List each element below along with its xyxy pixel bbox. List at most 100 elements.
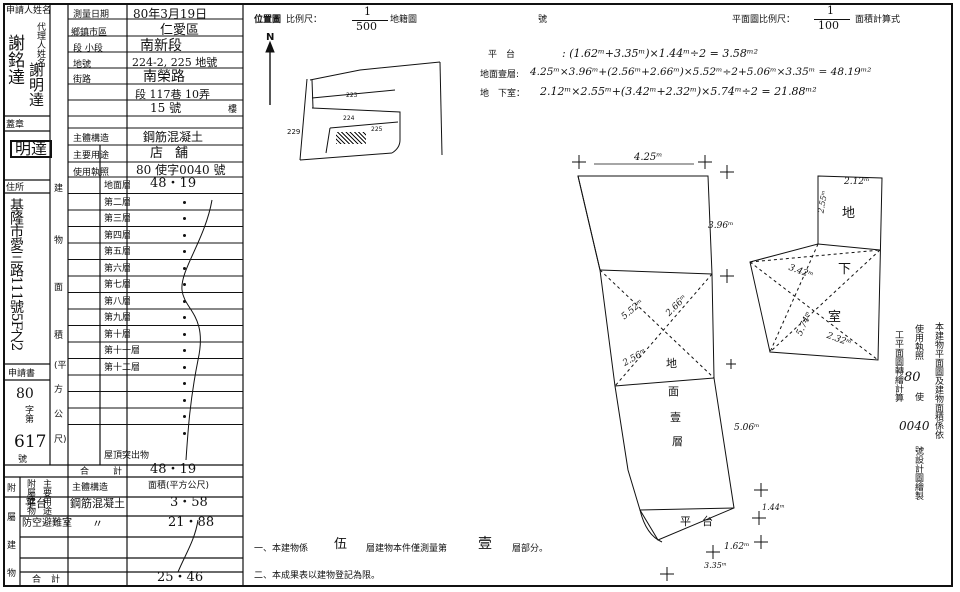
applicant-label: 申請人姓名 <box>6 6 52 16</box>
build-side-2: 物 <box>54 236 64 246</box>
seal-stamp: 明達 <box>10 140 53 158</box>
receipt-label: 申請書 <box>8 369 36 379</box>
building-location-hatch <box>336 132 366 144</box>
dim-b1: 2.12ᵐ <box>844 177 870 187</box>
north-arrow-head <box>265 40 275 53</box>
floor-name: 第十二層 <box>104 362 141 373</box>
lot-225: 225 <box>371 126 383 133</box>
annex-total-value: 25・46 <box>157 570 204 585</box>
location-title: 位置圖 <box>254 15 282 25</box>
right-note-col2-e: 號設計圖繪製 <box>913 446 923 500</box>
floor-name: 第四層 <box>104 230 132 241</box>
lot-value: 224-2, 225 地號 <box>132 56 218 69</box>
receipt-no-1: 80 <box>16 386 34 402</box>
location-scale-bar <box>352 20 388 21</box>
empty-dot <box>183 250 186 253</box>
structure-value: 鋼筋混凝土 <box>143 130 204 144</box>
formula-3-label: 地 下室： <box>480 89 526 99</box>
number-value: 15 號 <box>150 101 182 115</box>
floor-name: 地面層 <box>104 181 132 191</box>
floor-name: 第十層 <box>104 329 132 340</box>
empty-dot <box>183 299 186 303</box>
roof-label: 屋頂突出物 <box>104 451 150 461</box>
annex-structure-2: 〃 <box>92 517 103 530</box>
permit-label: 使用執照 <box>73 168 110 178</box>
floor-name: 第八層 <box>104 296 132 307</box>
formula-3: 2.12ᵐ×2.55ᵐ+(3.42ᵐ+2.32ᵐ)×5.74ᵐ÷2 = 21.8… <box>540 85 817 98</box>
lot-224: 224 <box>343 115 355 122</box>
floor-name: 第七層 <box>104 280 132 290</box>
map-road-line <box>309 61 441 81</box>
agent-name: 謝明達 <box>27 62 45 107</box>
north-label: N <box>266 32 275 43</box>
annex-use-2: 防空避難室 <box>22 518 72 529</box>
district-label: 鄉鎮市區 <box>71 28 108 38</box>
dim-d7: 1.44ᵐ <box>762 503 785 512</box>
note-1-c: 層建物本件僅測量第 <box>366 544 448 554</box>
receipt-no-2: 字第 <box>23 405 33 423</box>
location-scale-label: 比例尺： <box>286 15 323 25</box>
side-label-3: 建 <box>7 541 17 551</box>
note-1-d: 壹 <box>478 536 492 552</box>
address-label: 住所 <box>6 183 25 193</box>
ground-label-3: 壹 <box>670 411 681 424</box>
plan-scale-num: 1 <box>827 4 834 17</box>
basement-label-2: 下 <box>838 262 852 277</box>
floor-name: 第三層 <box>104 214 132 224</box>
lot-229: 229 <box>287 128 301 136</box>
empty-dot <box>183 217 186 220</box>
build-side-6: 方 <box>54 385 64 395</box>
note-1-b: 伍 <box>334 537 348 552</box>
address-value: 基隆市愛三路111號5F之2 <box>8 198 24 351</box>
floor-name: 第二層 <box>104 197 132 208</box>
empty-dot <box>183 382 186 385</box>
right-note-col2-b: 80 <box>904 370 921 385</box>
annex-header-1: 附屬建物 <box>25 479 35 515</box>
right-note-col3: 工平面圖轉繪計算 <box>893 330 903 402</box>
use-label: 主要用途 <box>73 151 110 161</box>
lot-label: 地號 <box>73 60 92 70</box>
floor-name: 第五層 <box>104 247 132 257</box>
ground-label-1: 地 <box>666 357 677 370</box>
lot-223: 223 <box>346 92 358 99</box>
plan-scale-label: 平面圖比例尺： <box>732 15 796 25</box>
dim-d1: 4.25ᵐ <box>634 152 663 163</box>
receipt-no-4: 號 <box>18 455 28 465</box>
receipt-no-3: 617 <box>14 432 47 452</box>
floor-name: 第六層 <box>104 263 132 274</box>
empty-dot <box>183 415 186 418</box>
build-side-8: 尺) <box>54 435 67 445</box>
annex-use-1: 平台 <box>25 497 47 510</box>
dim-d9: 3.35ᵐ <box>704 561 727 570</box>
agent-label: 代理人姓名 <box>35 22 45 67</box>
note-1-a: 一、本建物係 <box>254 544 309 554</box>
annex-header-3: 主體構造 <box>72 483 109 493</box>
right-note-col2-a: 使用執照 <box>913 324 923 360</box>
permit-value: 80 使字0040 號 <box>136 163 226 177</box>
note-2: 二、本成果表以建物登記為限。 <box>254 571 381 581</box>
structure-label: 主體構造 <box>73 134 110 144</box>
build-side-4: 積 <box>54 331 64 341</box>
annex-total-label: 合計 <box>32 575 71 585</box>
annex-area-1: 3・58 <box>170 495 208 510</box>
location-scale-suffix: 地籍圖 <box>390 15 418 25</box>
empty-dot <box>183 200 186 204</box>
side-label-4: 物 <box>7 569 17 579</box>
formula-1: : (1.62ᵐ+3.35ᵐ)×1.44ᵐ÷2 = 3.58ᵐ² <box>562 47 759 60</box>
survey-date: 80年3月19日 <box>133 7 208 21</box>
road-label: 街路 <box>73 75 92 85</box>
lane-value: 段 117巷 10弄 <box>135 88 210 101</box>
formula-1-label: 平 台 <box>488 50 516 60</box>
seal-label: 蓋章 <box>6 120 25 130</box>
ground-label-2: 面 <box>668 385 679 398</box>
document-frame <box>3 3 953 587</box>
header-mid: 號 <box>538 15 548 25</box>
empty-dot <box>183 332 186 336</box>
dim-d2: 3.96ᵐ <box>708 221 734 231</box>
annex-area-2: 21・88 <box>168 515 215 530</box>
build-side-5: (平 <box>54 361 67 371</box>
section-value: 南新段 <box>140 38 182 54</box>
survey-date-label: 測量日期 <box>73 10 110 20</box>
